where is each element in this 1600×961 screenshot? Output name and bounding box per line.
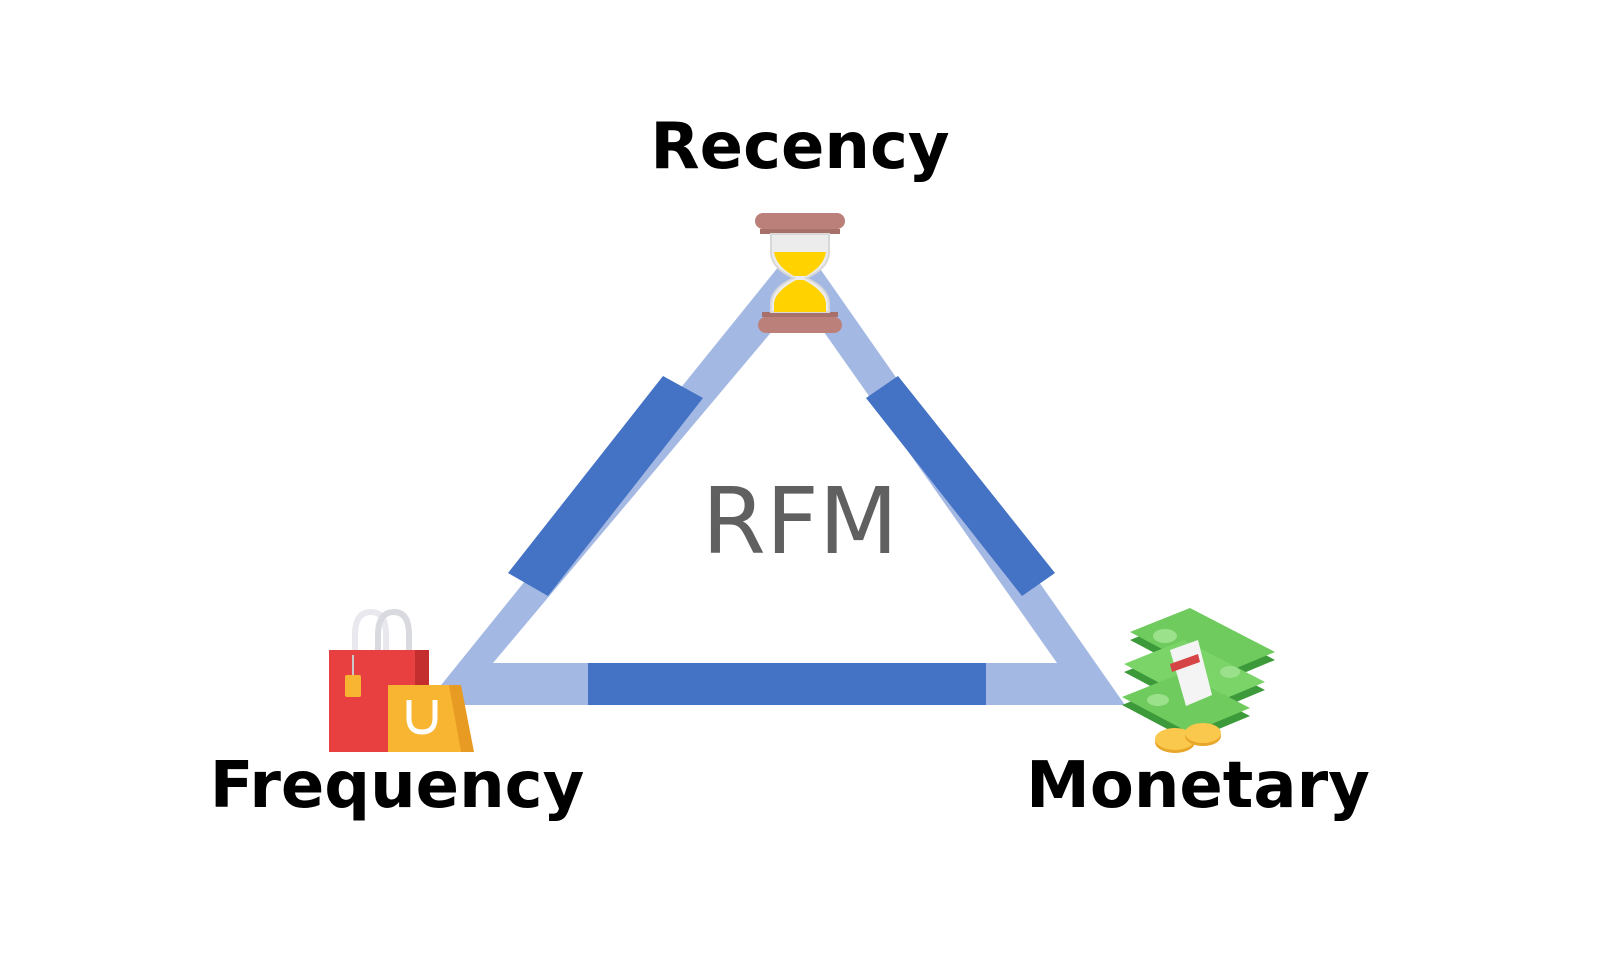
shopping-bags-icon bbox=[329, 608, 474, 752]
triangle-frame bbox=[425, 240, 1125, 705]
recency-label: Recency bbox=[650, 110, 949, 184]
hourglass-icon bbox=[755, 213, 845, 333]
money-stack-icon bbox=[1122, 608, 1275, 753]
monetary-label: Monetary bbox=[1026, 749, 1370, 823]
frequency-label: Frequency bbox=[210, 749, 585, 823]
triangle-left-edge-dark bbox=[508, 376, 703, 596]
triangle-band-light bbox=[425, 240, 1125, 705]
triangle-right-edge-dark bbox=[866, 376, 1055, 596]
center-label: RFM bbox=[702, 468, 898, 575]
triangle-base-dark bbox=[588, 663, 986, 705]
